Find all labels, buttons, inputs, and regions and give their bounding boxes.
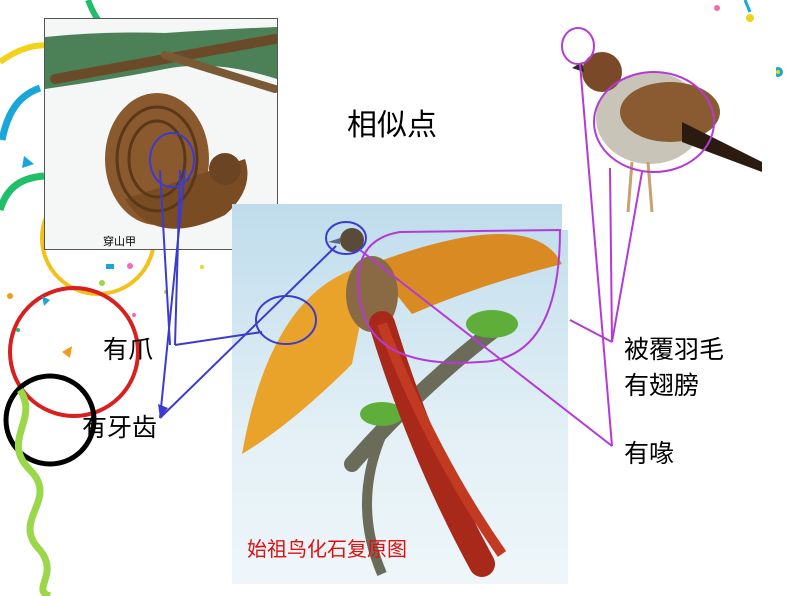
sparrow-illustration (572, 52, 762, 213)
label-has-wings: 有翅膀 (624, 371, 700, 400)
pangolin-caption: 穿山甲 (103, 235, 136, 248)
sparrow-image (562, 22, 776, 230)
label-has-teeth: 有牙齿 (82, 413, 158, 442)
pangolin-image: 穿山甲 (44, 18, 280, 250)
pangolin-illustration (45, 27, 280, 229)
slide-title: 相似点 (347, 108, 437, 143)
blue-pointers (149, 132, 367, 419)
label-has-claws: 有爪 (103, 335, 154, 364)
label-covered-feathers: 被覆羽毛 (624, 335, 725, 364)
purple-pointers (357, 27, 715, 447)
label-has-beak: 有喙 (624, 439, 675, 468)
fossil-caption: 始祖鸟化石复原图 (247, 537, 407, 561)
